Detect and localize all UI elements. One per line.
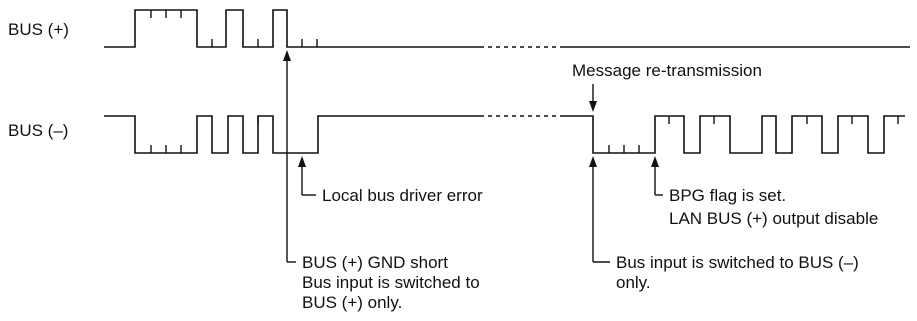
- local-driver-error-text: Local bus driver error: [322, 186, 483, 205]
- gnd-short-text-3: BUS (+) only.: [302, 293, 402, 312]
- message-retransmission-text: Message re-transmission: [572, 61, 762, 80]
- bpg-flag-text-2: LAN BUS (+) output disable: [669, 209, 878, 228]
- gnd-short-text-1: BUS (+) GND short: [302, 253, 448, 272]
- message-retransmission-annotation: Message re-transmission: [572, 61, 762, 112]
- bpg-flag-text-1: BPG flag is set.: [669, 186, 786, 205]
- local-driver-error-annotation: Local bus driver error: [298, 156, 483, 205]
- bus-plus-waveform: [104, 9, 910, 48]
- bus-plus-label: BUS (+): [8, 20, 69, 39]
- gnd-short-annotation: BUS (+) GND short Bus input is switched …: [283, 50, 480, 312]
- gnd-short-text-2: Bus input is switched to: [302, 273, 480, 292]
- bus-minus-label: BUS (–): [8, 121, 68, 140]
- switched-to-minus-text-2: only.: [616, 273, 651, 292]
- switched-to-minus-text-1: Bus input is switched to BUS (–): [616, 253, 859, 272]
- bus-minus-waveform: [104, 115, 905, 154]
- bpg-flag-annotation: BPG flag is set. LAN BUS (+) output disa…: [651, 156, 878, 228]
- switched-to-minus-annotation: Bus input is switched to BUS (–) only.: [589, 156, 859, 292]
